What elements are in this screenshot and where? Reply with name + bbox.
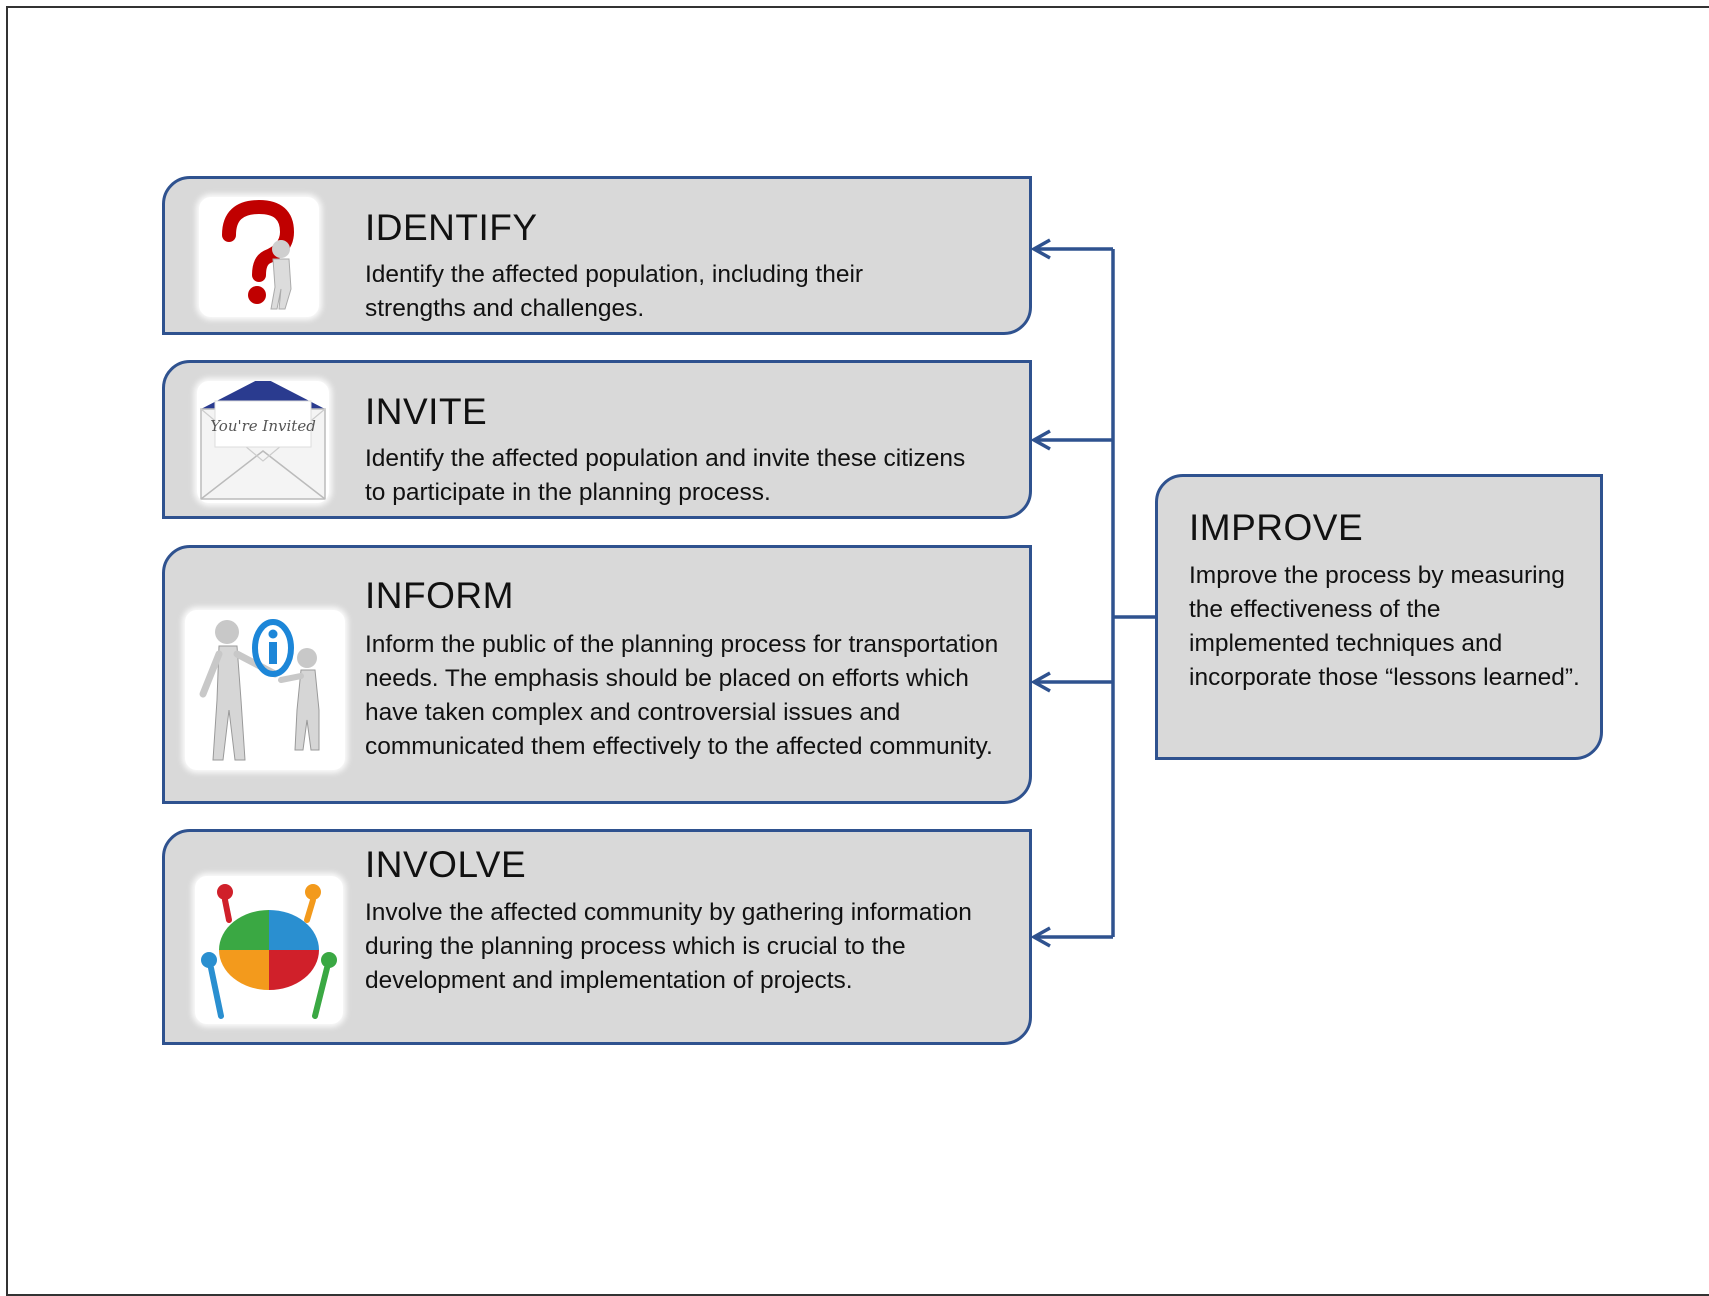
step-description: Involve the affected community by gather… xyxy=(365,899,972,994)
invitation-envelope-icon: You're Invited xyxy=(197,381,329,503)
arrow-to-inform xyxy=(1030,671,1113,693)
puzzle-team-icon xyxy=(195,876,343,1024)
improve-card: IMPROVE Improve the process by measuring… xyxy=(1155,474,1603,760)
step-title: IDENTIFY xyxy=(365,207,538,248)
question-mark-figure-icon xyxy=(199,197,319,317)
step-description: Identify the affected population and inv… xyxy=(365,445,966,506)
improve-description: Improve the process by measuring the eff… xyxy=(1189,562,1580,691)
arrow-to-identify xyxy=(1030,238,1113,260)
step-title: INVITE xyxy=(365,391,488,432)
arrow-to-invite xyxy=(1030,429,1113,451)
invite-icon-text: You're Invited xyxy=(210,417,316,435)
step-title: INFORM xyxy=(365,575,514,616)
involve-card: INVOLVE Involve the affected community b… xyxy=(162,829,1032,1045)
information-figures-icon xyxy=(185,610,345,770)
step-description: Identify the affected population, includ… xyxy=(365,261,864,322)
arrow-to-involve xyxy=(1030,926,1113,948)
inform-card: INFORM Inform the public of the planning… xyxy=(162,545,1032,804)
improve-title: IMPROVE xyxy=(1189,507,1364,548)
invite-card: You're Invited INVITE Identify the affec… xyxy=(162,360,1032,519)
identify-card: IDENTIFY Identify the affected populatio… xyxy=(162,176,1032,335)
step-title: INVOLVE xyxy=(365,844,527,885)
step-description: Inform the public of the planning proces… xyxy=(365,631,999,760)
